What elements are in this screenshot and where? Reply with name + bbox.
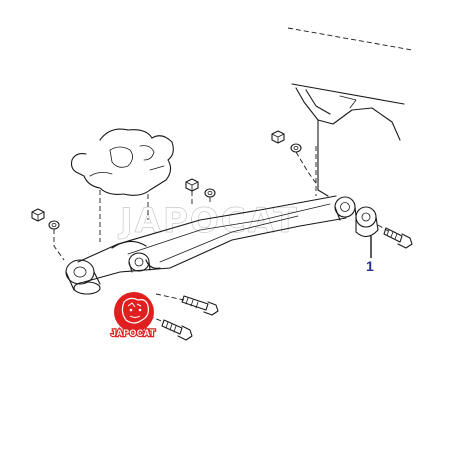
lateral-control-arm [77, 195, 347, 283]
japocat-logo: JAPOCAT [110, 292, 157, 339]
logo-text: JAPOCAT [111, 328, 156, 338]
nut-washer-set-left [31, 208, 65, 261]
vehicle-body-outline [287, 27, 413, 197]
nut-washer-set-right [271, 130, 319, 187]
arm-bushing-left [65, 259, 101, 295]
arm-bushing-right [334, 196, 357, 221]
background-watermark: JAPOCAT [118, 201, 299, 241]
bolt-lower-upper [155, 293, 219, 316]
nut-washer-set-top [185, 178, 216, 204]
engine-assembly-outline [70, 128, 174, 242]
bushing-part-1 [355, 206, 389, 238]
arm-bushing-middle [128, 252, 151, 273]
callout-number-1: 1 [366, 258, 374, 274]
bolt-right [383, 227, 413, 249]
